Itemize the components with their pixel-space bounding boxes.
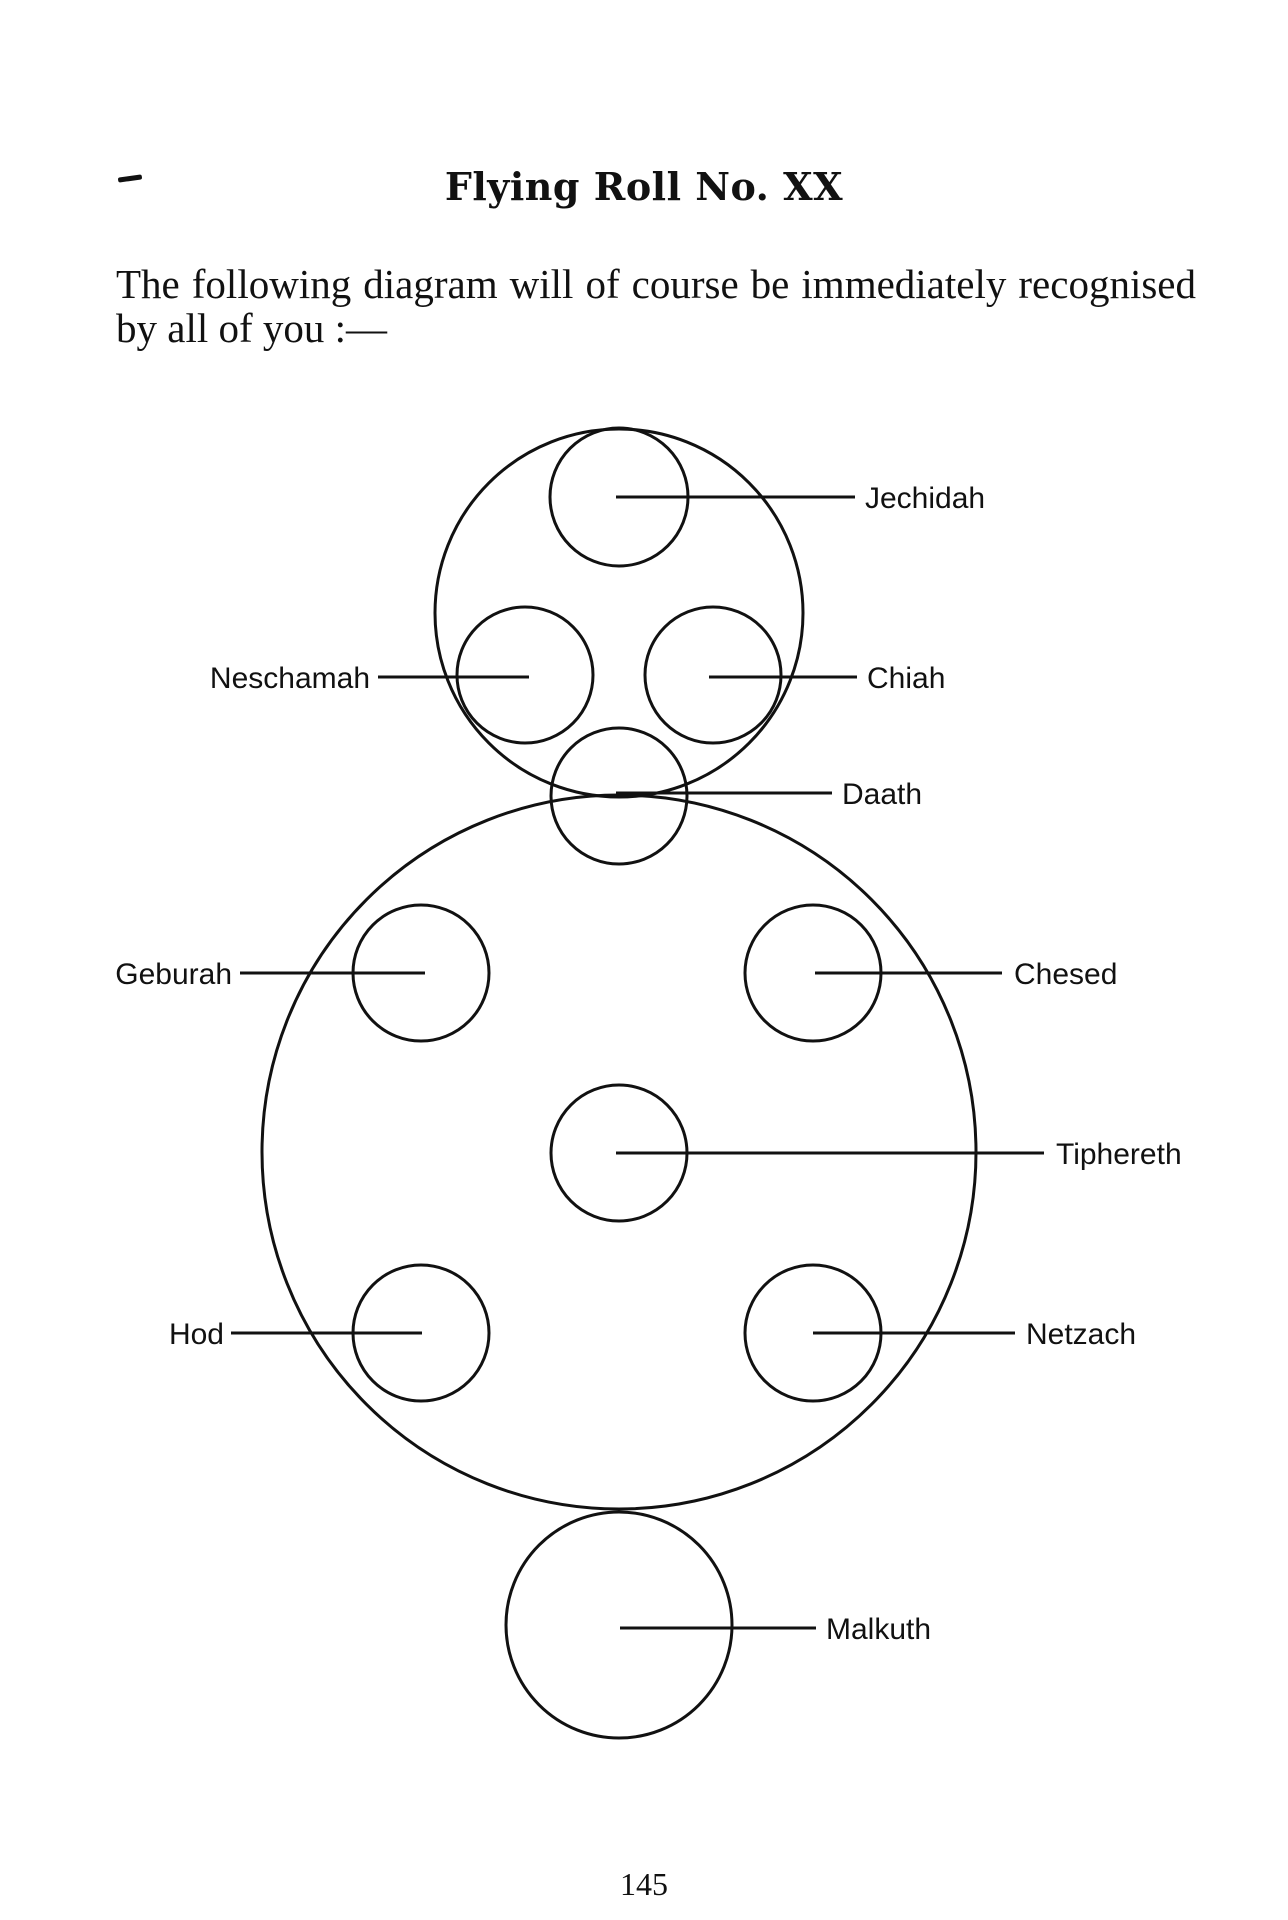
label-malkuth: Malkuth	[826, 1613, 931, 1646]
malkuth-circle	[504, 1510, 734, 1740]
neschamah-circle	[455, 605, 595, 745]
chiah-circle	[643, 605, 783, 745]
upper-enclosing-circle	[433, 427, 805, 799]
label-chesed: Chesed	[1014, 958, 1117, 991]
label-daath: Daath	[842, 778, 922, 811]
label-neschamah: Neschamah	[210, 662, 370, 695]
label-chiah: Chiah	[867, 662, 945, 695]
page-heading: Flying Roll No. XX	[444, 164, 844, 209]
label-jechidah: Jechidah	[865, 482, 985, 515]
intro-line-1: The following diagram will of course be …	[116, 261, 1196, 307]
label-tiphereth: Tiphereth	[1056, 1138, 1182, 1171]
label-hod: Hod	[169, 1318, 224, 1351]
intro-line-2: by all of you :—	[116, 305, 388, 351]
daath-circle	[549, 726, 689, 866]
label-netzach: Netzach	[1026, 1318, 1136, 1351]
label-geburah: Geburah	[115, 958, 232, 991]
page-number: 145	[620, 1866, 668, 1902]
intro-paragraph: The following diagram will of course be …	[116, 262, 1196, 350]
